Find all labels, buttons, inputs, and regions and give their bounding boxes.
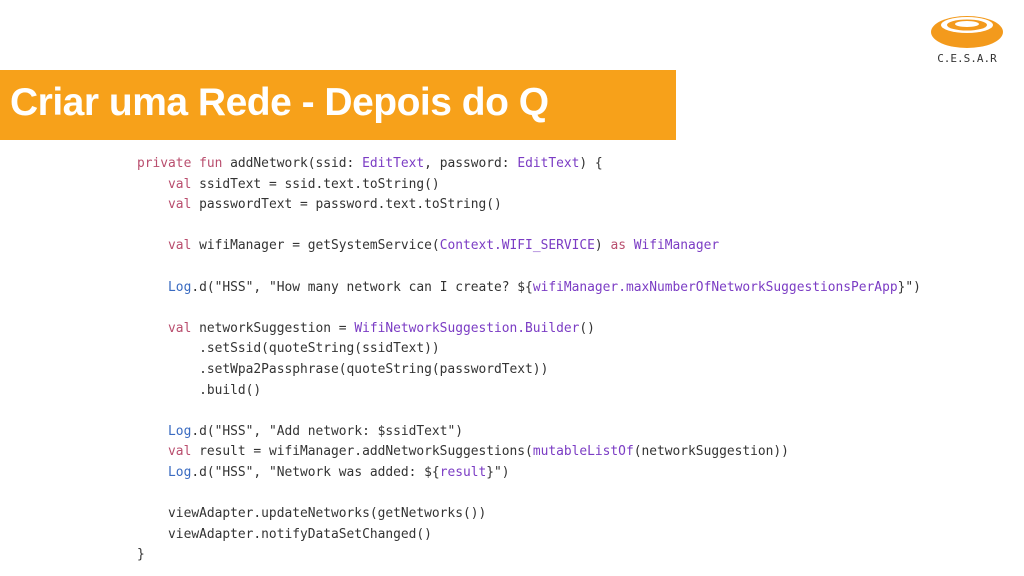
code-line: val ssidText = ssid.text.toString() <box>137 175 921 196</box>
code-token: .setSsid(quoteString(ssidText)) <box>137 341 440 357</box>
code-token: private fun <box>137 156 231 171</box>
code-token: WifiNetworkSuggestion.Builder <box>354 320 580 336</box>
code-token: .setWpa2Passphrase(quoteString(passwordT… <box>137 361 549 377</box>
code-token <box>137 280 168 295</box>
code-token: ssidText = ssid.text.toString() <box>199 176 440 192</box>
title-banner: Criar uma Rede - Depois do Q <box>0 70 676 140</box>
cesar-logo-icon <box>931 16 1003 48</box>
code-line <box>137 484 921 505</box>
code-token: EditText <box>362 156 425 171</box>
code-token: addNetwork(ssid: <box>230 156 363 171</box>
code-line: viewAdapter.updateNetworks(getNetworks()… <box>137 504 921 525</box>
code-token: .build() <box>137 382 262 398</box>
code-line: val result = wifiManager.addNetworkSugge… <box>137 442 921 463</box>
code-line: } <box>137 545 921 566</box>
code-token: Context.WIFI_SERVICE <box>439 238 595 254</box>
code-token: .d("HSS", "How many network can I create… <box>191 279 533 295</box>
code-token: .d("HSS", "Network was added: ${ <box>191 464 440 480</box>
code-token: Log <box>168 464 192 480</box>
code-token: Log <box>168 423 192 439</box>
code-token: ) { <box>579 156 603 171</box>
code-block: private fun addNetwork(ssid: EditText, p… <box>137 154 921 566</box>
code-line: viewAdapter.notifyDataSetChanged() <box>137 525 921 546</box>
code-token: networkSuggestion = <box>199 320 355 336</box>
slide-title: Criar uma Rede - Depois do Q <box>10 81 549 124</box>
code-line: private fun addNetwork(ssid: EditText, p… <box>137 154 921 175</box>
code-token <box>137 444 168 459</box>
code-token: viewAdapter.notifyDataSetChanged() <box>137 526 432 542</box>
code-token: WifiManager <box>633 238 720 254</box>
code-token: val <box>168 320 200 336</box>
code-line <box>137 401 921 422</box>
code-token <box>137 424 168 439</box>
code-token: viewAdapter.updateNetworks(getNetworks()… <box>137 506 487 522</box>
code-line: val wifiManager = getSystemService(Conte… <box>137 236 921 257</box>
code-token: , password: <box>424 156 518 171</box>
code-token: ) <box>594 238 611 254</box>
code-token: } <box>137 547 145 563</box>
code-line <box>137 298 921 319</box>
code-line: Log.d("HSS", "How many network can I cre… <box>137 278 921 299</box>
logo-text: C.E.S.A.R <box>937 52 997 65</box>
code-token: () <box>579 320 595 336</box>
code-token <box>137 465 168 480</box>
code-token: Log <box>168 279 192 295</box>
code-token: mutableListOf <box>532 444 634 460</box>
code-token <box>137 197 168 212</box>
code-token: wifiManager.maxNumberOfNetworkSuggestion… <box>532 279 898 295</box>
code-token: val <box>168 238 200 254</box>
code-line <box>137 257 921 278</box>
code-token: passwordText = password.text.toString() <box>199 197 502 213</box>
code-line: .setWpa2Passphrase(quoteString(passwordT… <box>137 360 921 381</box>
code-token: result = wifiManager.addNetworkSuggestio… <box>199 444 533 460</box>
code-token: }") <box>486 464 510 480</box>
code-line: val passwordText = password.text.toStrin… <box>137 195 921 216</box>
code-token: as <box>610 238 634 254</box>
code-line: .setSsid(quoteString(ssidText)) <box>137 339 921 360</box>
code-line: .build() <box>137 381 921 402</box>
code-token: val <box>168 197 200 213</box>
code-token: EditText <box>517 156 580 171</box>
code-token: val <box>168 444 200 460</box>
code-token: }") <box>897 279 921 295</box>
code-token <box>137 177 168 192</box>
code-token: (networkSuggestion)) <box>633 444 789 460</box>
code-token <box>137 321 168 336</box>
code-token: val <box>168 176 200 192</box>
code-token <box>137 238 168 253</box>
cesar-logo: C.E.S.A.R <box>925 14 1009 70</box>
code-token: .d("HSS", "Add network: $ssidText") <box>191 423 463 439</box>
code-line: Log.d("HSS", "Add network: $ssidText") <box>137 422 921 443</box>
code-line: Log.d("HSS", "Network was added: ${resul… <box>137 463 921 484</box>
code-line: val networkSuggestion = WifiNetworkSugge… <box>137 319 921 340</box>
code-token: result <box>439 464 487 480</box>
code-token: wifiManager = getSystemService( <box>199 238 440 254</box>
code-line <box>137 216 921 237</box>
